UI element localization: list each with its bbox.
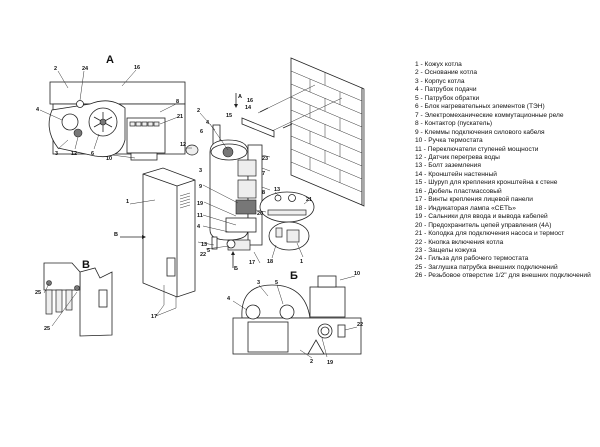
view-b-section: Б 3 5 4 10 22 2 19 (227, 270, 363, 366)
legend-item: 22 - Кнопка включения котла (415, 238, 504, 246)
legend-item: 9 - Клеммы подключения силового кабеля (415, 128, 545, 136)
overheat-sensor (185, 144, 199, 156)
callout: 25 (44, 326, 50, 332)
callout: 1 (300, 259, 303, 265)
legend-item: 13 - Болт заземления (415, 162, 481, 170)
legend-item: 12 - Датчик перегрева воды (415, 153, 500, 161)
legend-item: 19 - Сальники для ввода и вывода кабелей (415, 213, 548, 221)
callout: 16 (134, 65, 140, 71)
legend-item: 26 - Резьбовое отверстие 1/2" для внешни… (415, 272, 591, 280)
view-a-sensor (73, 128, 83, 138)
callout: 20 (257, 211, 263, 217)
callout: 6 (91, 151, 94, 157)
view-b-arrow-label: Б (234, 266, 238, 272)
callout: 5 (275, 280, 278, 286)
legend-item: 24 - Гильза для рабочего термостата (415, 255, 529, 263)
callout: 10 (106, 156, 112, 162)
callout: 11 (197, 213, 203, 219)
view-a-thermostat-knob (130, 152, 158, 161)
view-v-section: В 25 25 (35, 259, 113, 337)
view-b-thermostat-box (309, 286, 346, 318)
legend-item: 17 - Винты крепления лицевой панели (415, 196, 533, 204)
legend-item: 4 - Патрубок подачи (415, 86, 477, 94)
view-b-title: Б (290, 270, 298, 282)
callout: 7 (262, 171, 265, 177)
boiler-internals: 2 4 6 12 23 7 3 8 9 13 21 20 19 11 4 13 … (180, 108, 315, 272)
callout: 15 (226, 113, 232, 119)
legend-item: 16 - Дюбель пластмассовый (415, 187, 502, 195)
callout: 12 (71, 151, 77, 157)
callout: 24 (82, 66, 89, 72)
callout: 2 (54, 66, 57, 72)
brick-wall: А 14 15 16 (226, 57, 365, 207)
callout: 3 (55, 151, 58, 157)
high-voltage-warning (307, 339, 325, 355)
view-a-thermostat-sleeve (76, 100, 84, 108)
callout: 5 (207, 248, 210, 254)
view-v-arrow-label: В (114, 232, 118, 238)
callout: 14 (245, 105, 252, 111)
view-b-power-button (337, 324, 346, 338)
legend-item: 6 - Блок нагревательных элементов (ТЭН) (415, 103, 545, 111)
callout: 25 (35, 290, 41, 296)
view-b-supply-pipe (245, 304, 261, 320)
legend-item: 7 - Электромеханические коммутационные р… (415, 111, 564, 119)
legend-item: 20 - Предохранитель цепей управления (4А… (415, 221, 552, 229)
callout: 8 (176, 99, 179, 105)
callout: 4 (206, 120, 210, 126)
callout: 8 (262, 190, 265, 196)
callout: 13 (274, 187, 280, 193)
callout: 18 (267, 259, 273, 265)
callout: 4 (36, 107, 40, 113)
legend-item: 21 - Колодка для подключения насоса и те… (415, 230, 565, 238)
legend-item: 10 - Ручка термостата (415, 137, 483, 145)
callout: 17 (151, 314, 157, 320)
legend-item: 3 - Корпус котла (415, 77, 465, 85)
callout: 1 (126, 199, 129, 205)
callout: 19 (197, 201, 203, 207)
view-a-top-section: А 2 24 16 4 8 21 3 12 6 10 (36, 54, 186, 162)
parts-legend: 1 - Кожух котла 2 - Основание котла 3 - … (415, 61, 600, 281)
callout: 17 (249, 260, 255, 266)
callout: 16 (247, 98, 253, 104)
callout: 21 (177, 114, 183, 120)
callout: 9 (199, 184, 202, 190)
callout: 12 (180, 142, 186, 148)
heater-block (222, 146, 234, 158)
legend-item: 14 - Кронштейн настенный (415, 170, 497, 178)
legend-item: 8 - Контактор (пускатель) (415, 120, 493, 128)
callout: 4 (227, 296, 231, 302)
legend-item: 1 - Кожух котла (415, 61, 462, 68)
callout: 2 (310, 359, 313, 365)
callout: 10 (354, 271, 360, 277)
callout: 23 (262, 156, 268, 162)
legend-item: 11 - Переключатели ступеней мощности (415, 145, 539, 153)
callout: 6 (200, 129, 203, 135)
view-a-supply-pipe (61, 113, 79, 131)
view-a-arrow-label: А (238, 94, 242, 100)
legend-item: 15 - Шуруп для крепления кронштейна к ст… (415, 179, 558, 187)
legend-item: 23 - Защелы кожуха (415, 246, 477, 254)
callout: 3 (257, 280, 260, 286)
view-a-title: А (106, 54, 114, 66)
wall-bracket (241, 117, 275, 138)
callout: 19 (327, 360, 333, 366)
view-v-title: В (82, 259, 90, 271)
view-b-return-pipe (279, 304, 295, 320)
view-b-cable-gland (317, 323, 333, 339)
callout: 13 (201, 242, 207, 248)
callout: 22 (357, 322, 363, 328)
view-a-top-plate (49, 81, 186, 105)
legend-item: 2 - Основание котла (415, 69, 478, 77)
callout: 4 (197, 224, 201, 230)
callout: 3 (199, 168, 202, 174)
legend-item: 5 - Патрубок обратки (415, 94, 480, 102)
legend-item: 18 - Индикаторая лампа «СЕТЬ» (415, 204, 516, 212)
legend-item: 25 - Заглушка патрубка внешних подключен… (415, 263, 558, 271)
boiler-casing: 1 В 17 (114, 167, 196, 320)
callout: 2 (197, 108, 200, 114)
callout: 21 (306, 197, 312, 203)
callout: 22 (200, 252, 206, 258)
